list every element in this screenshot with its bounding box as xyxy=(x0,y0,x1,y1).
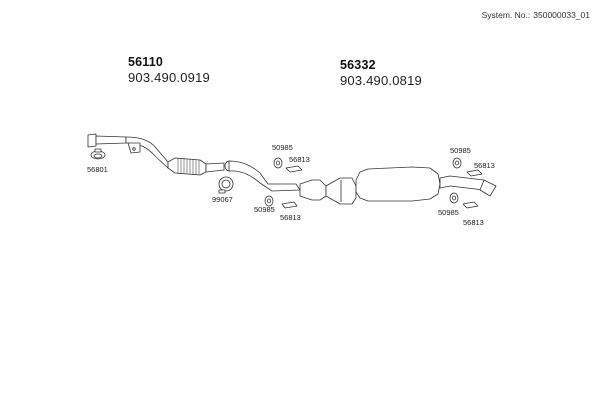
assembly-front-pipe[interactable]: 56110 903.490.0919 xyxy=(128,55,210,85)
part-number-label: 56813 xyxy=(280,213,301,222)
catalytic-converter[interactable] xyxy=(299,177,357,205)
part-number-label: 50985 xyxy=(272,143,293,152)
rear-silencer[interactable] xyxy=(355,166,497,202)
part-number-label: 50985 xyxy=(450,146,471,155)
assembly-code: 56332 xyxy=(340,58,376,72)
system-number-label: System. No.: xyxy=(481,10,531,20)
clamp-mid[interactable] xyxy=(218,176,234,194)
front-pipe[interactable] xyxy=(87,133,169,169)
bracket-b-top[interactable] xyxy=(466,169,483,177)
bracket-a-bot[interactable] xyxy=(281,201,298,209)
assembly-reference: 903.490.0919 xyxy=(128,70,210,85)
hanger-b-top[interactable] xyxy=(452,157,462,169)
assembly-code: 56110 xyxy=(128,55,164,69)
part-number-label: 56813 xyxy=(463,218,484,227)
part-number-label: 56813 xyxy=(289,155,310,164)
bracket-a-top[interactable] xyxy=(285,165,303,173)
system-number: System. No.:350000033_01 xyxy=(482,10,590,20)
part-number-label: 56813 xyxy=(474,161,495,170)
part-number-label: 50985 xyxy=(438,208,459,217)
assembly-rear-silencer[interactable]: 56332 903.490.0819 xyxy=(340,58,422,88)
system-number-value: 350000033_01 xyxy=(533,10,590,20)
assembly-reference: 903.490.0819 xyxy=(340,73,422,88)
part-number-label: 50985 xyxy=(254,205,275,214)
hanger-a-top[interactable] xyxy=(273,157,283,169)
clamp-front[interactable] xyxy=(90,148,106,160)
hanger-b-bot[interactable] xyxy=(449,192,459,204)
flex-pipe[interactable] xyxy=(167,157,225,176)
part-number-label: 56801 xyxy=(87,165,108,174)
bracket-b-bot[interactable] xyxy=(462,201,479,209)
hanger-a-bot[interactable] xyxy=(264,195,274,207)
part-number-label: 99067 xyxy=(212,195,233,204)
intermediate-pipe[interactable] xyxy=(224,160,301,192)
